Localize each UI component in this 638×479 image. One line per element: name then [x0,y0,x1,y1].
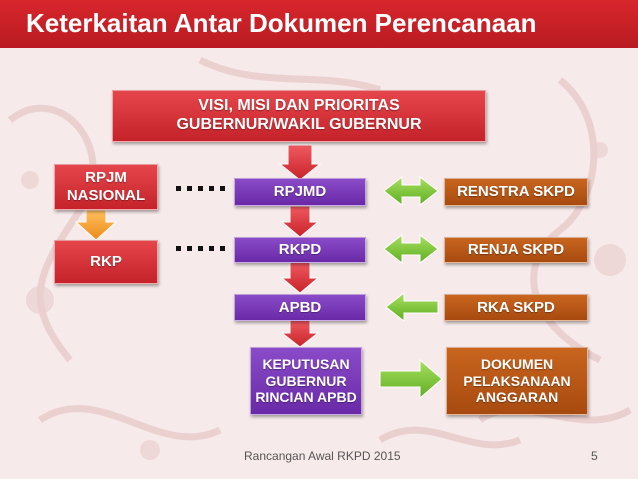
box-rkp: RKP [54,240,158,284]
box-rpjmd: RPJMD [234,178,366,206]
box-renstra-skpd: RENSTRA SKPD [444,178,588,206]
slide-title: Keterkaitan Antar Dokumen Perencanaan [26,8,537,38]
box-dokumen-pelaksanaan: DOKUMEN PELAKSANAAN ANGGARAN [446,347,588,415]
box-keputusan-gubernur: KEPUTUSAN GUBERNUR RINCIAN APBD [250,347,362,415]
footer-text: Rancangan Awal RKPD 2015 [244,449,401,463]
box-renja-skpd: RENJA SKPD [444,237,588,263]
box-apbd: APBD [234,294,366,321]
box-visi-misi: VISI, MISI DAN PRIORITAS GUBERNUR/WAKIL … [112,90,486,142]
box-rka-skpd: RKA SKPD [444,294,588,321]
box-rpjm-nasional: RPJM NASIONAL [54,164,158,210]
page-number: 5 [591,449,598,463]
title-bar: Keterkaitan Antar Dokumen Perencanaan [0,0,638,48]
box-rkpd: RKPD [234,237,366,263]
